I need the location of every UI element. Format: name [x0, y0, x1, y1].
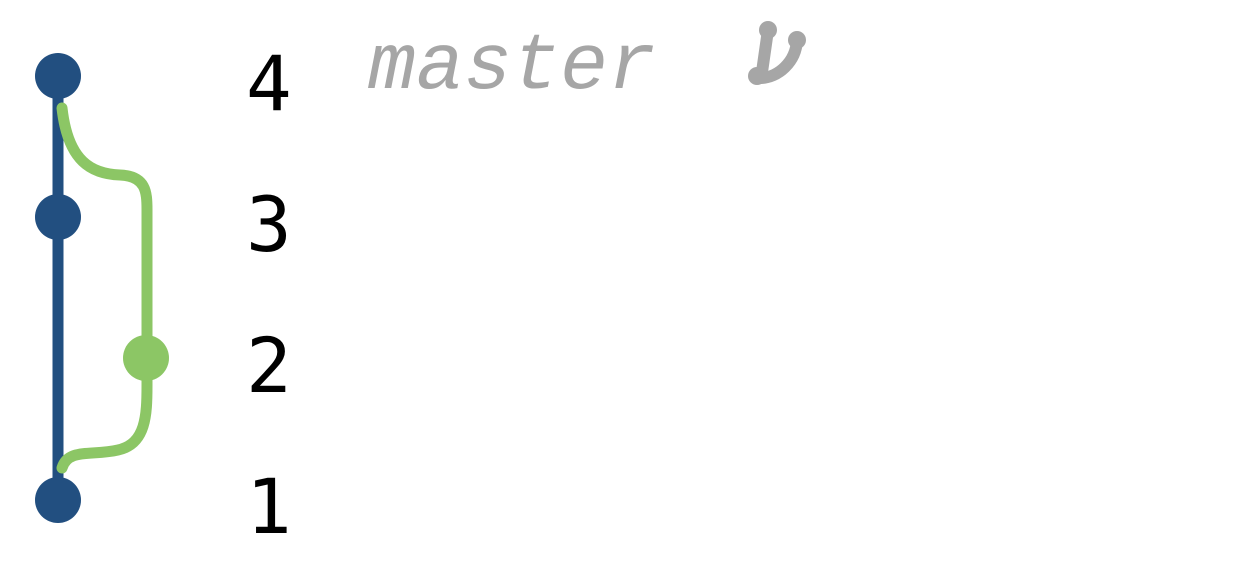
merge-edge: [56, 102, 153, 364]
commit-node-2[interactable]: [123, 335, 169, 381]
commit-node-1[interactable]: [35, 477, 81, 523]
commit-label-1: 1: [246, 462, 292, 551]
commit-label-4: 4: [246, 39, 292, 128]
commit-node-3[interactable]: [35, 194, 81, 240]
commit-node-4[interactable]: [35, 53, 81, 99]
commit-label-2: 2: [246, 321, 292, 410]
branch-label-master: master: [368, 22, 656, 113]
feature-branch-edge: [56, 352, 153, 474]
commit-label-3: 3: [246, 180, 292, 269]
branch-icon: [748, 21, 806, 85]
